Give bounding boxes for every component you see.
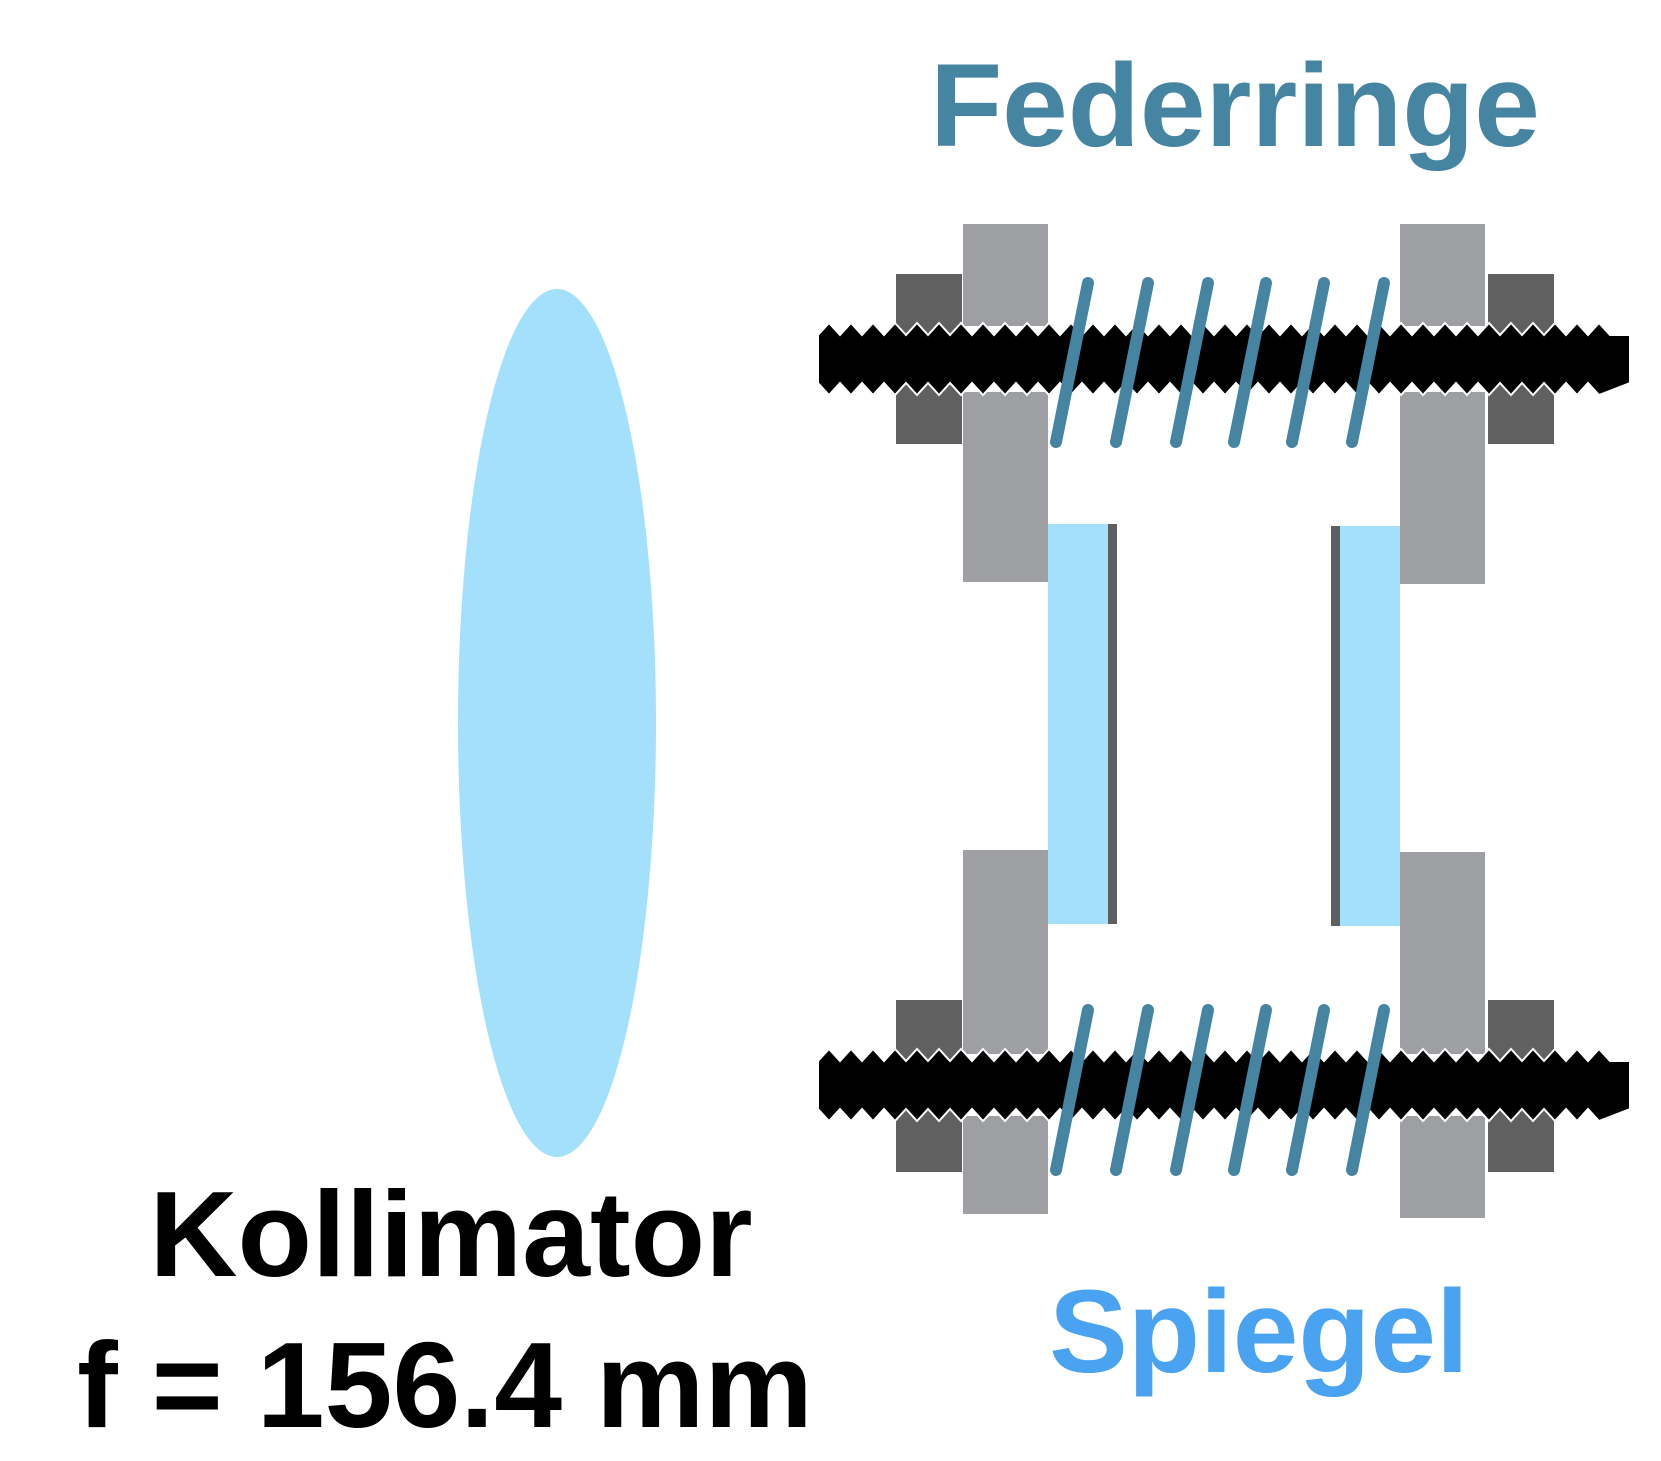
- spring-bottom: [1050, 1004, 1390, 1176]
- mirror-plate-right: [1340, 526, 1400, 926]
- mirror-label: Spiegel: [1049, 1266, 1469, 1398]
- holder-block: [1400, 392, 1485, 584]
- focal-length-label: f = 156.4 mm: [77, 1317, 813, 1453]
- springs-label: Federringe: [930, 40, 1540, 172]
- holder-block: [963, 1116, 1048, 1214]
- spring-coil: [1170, 277, 1214, 448]
- threaded-rod-top: [817, 321, 1631, 397]
- nut: [1488, 376, 1554, 444]
- spring-coil: [1170, 1004, 1214, 1176]
- spring-top: [1050, 277, 1390, 448]
- holder-block: [963, 850, 1048, 1054]
- spring-coil: [1286, 277, 1330, 448]
- collimator-lens: [458, 289, 656, 1157]
- spring-coil: [1228, 1004, 1272, 1176]
- spring-coil: [1286, 1004, 1330, 1176]
- mirror-backing-left: [1108, 524, 1117, 924]
- holder-block: [1400, 1116, 1485, 1218]
- nut: [896, 274, 962, 342]
- spring-coil: [1110, 277, 1154, 448]
- spring-coil: [1228, 277, 1272, 448]
- nut: [896, 1104, 962, 1172]
- spring-coil: [1050, 277, 1094, 448]
- spring-coil: [1346, 277, 1390, 448]
- holder-block: [1400, 224, 1485, 326]
- holder-block: [963, 224, 1048, 326]
- nut: [896, 376, 962, 444]
- spring-coil: [1110, 1004, 1154, 1176]
- spring-coil: [1050, 1004, 1094, 1176]
- spring-coil: [1346, 1004, 1390, 1176]
- nut: [1488, 1104, 1554, 1172]
- holder-block: [963, 392, 1048, 582]
- nut: [896, 1000, 962, 1068]
- mirror-mount: [817, 224, 1631, 1218]
- collimator-label: Kollimator: [149, 1166, 752, 1302]
- nut: [1488, 1000, 1554, 1068]
- nut: [1488, 274, 1554, 342]
- threaded-rod-bottom: [817, 1047, 1631, 1123]
- mirror-plate-left: [1048, 524, 1108, 924]
- mirror-backing-right: [1331, 526, 1340, 926]
- holder-block: [1400, 852, 1485, 1054]
